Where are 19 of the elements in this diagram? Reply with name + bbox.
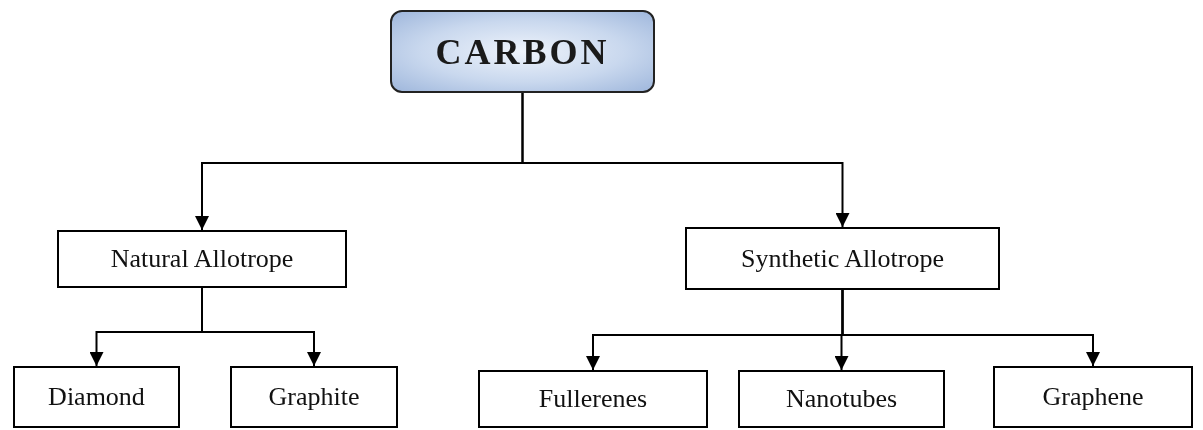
- category-box: [685, 227, 1000, 290]
- category-box: [738, 370, 945, 428]
- arrow: [841, 289, 1100, 367]
- arrow: [521, 92, 850, 228]
- node-label: Nanotubes: [785, 384, 898, 414]
- node-label: Synthetic Allotrope: [741, 243, 944, 274]
- node-label: Graphite: [268, 382, 360, 412]
- node-label: Fullerenes: [538, 384, 648, 414]
- category-box: [230, 366, 398, 428]
- root-title: CARBON: [435, 30, 610, 73]
- root-box: [390, 10, 655, 93]
- category-box: [13, 366, 180, 428]
- category-box: [478, 370, 708, 428]
- node-label: Natural Allotrope: [110, 244, 294, 274]
- category-box: [57, 230, 347, 288]
- category-box: [993, 366, 1193, 428]
- arrow: [201, 287, 321, 367]
- node-label: Graphene: [1042, 382, 1144, 412]
- node-label: Diamond: [48, 382, 145, 412]
